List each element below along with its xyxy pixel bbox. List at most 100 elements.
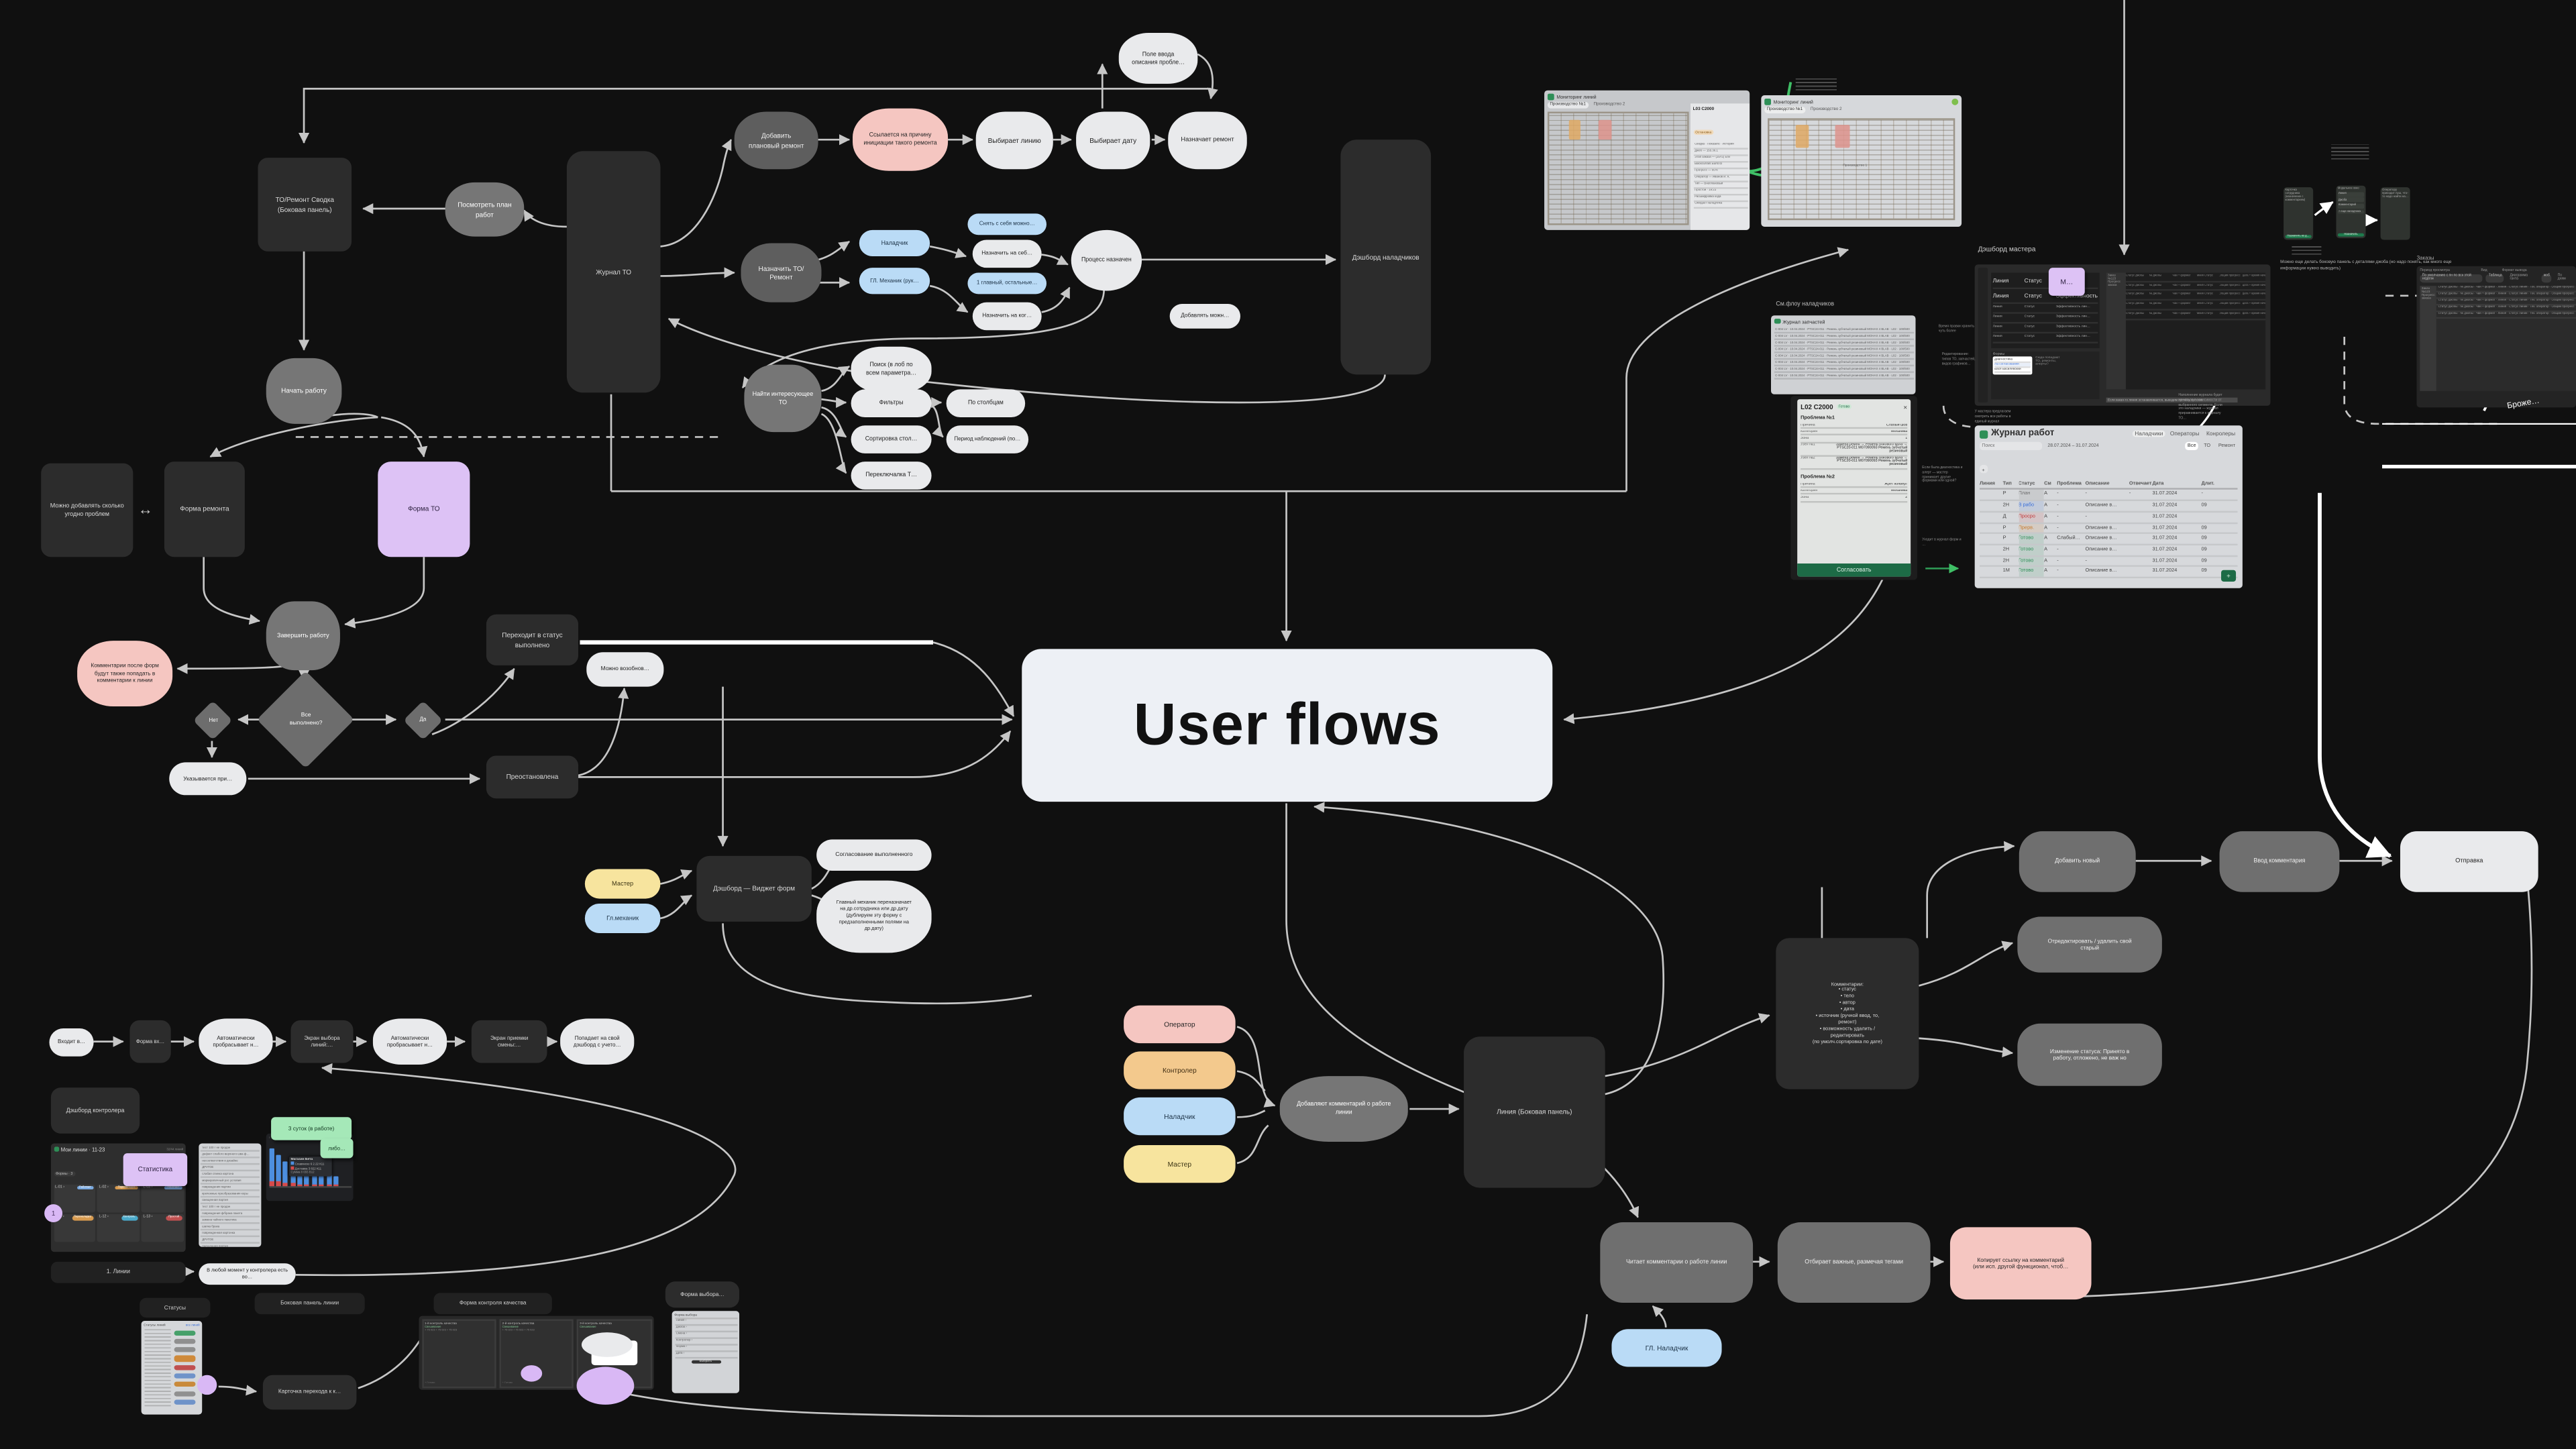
node-nachat-rabotu[interactable]: Начать работу xyxy=(266,358,342,424)
tab-production-2[interactable]: Производство 2 xyxy=(1593,102,1625,108)
node-snyat-s-sebya[interactable]: Снять с себя можно… xyxy=(967,213,1047,235)
assign-code-button[interactable]: Назначить ко д… xyxy=(2285,235,2312,239)
node-svodka[interactable]: ТО/Ремонт Сводка (Боковая панель) xyxy=(258,158,352,252)
node-zhurnal-to[interactable]: Журнал ТО xyxy=(566,151,661,393)
node-naznachit-na-kogo[interactable]: Назначить на ког… xyxy=(972,302,1042,331)
node-vvod-kommentariya[interactable]: Ввод комментария xyxy=(2219,831,2340,892)
tab-production-2[interactable]: Производство 2 xyxy=(1810,107,1842,113)
node-dashbord-vidzhet[interactable]: Дэшборд — Виджет форм xyxy=(696,855,812,922)
tab-naladchiki[interactable]: Наладчики xyxy=(2132,429,2165,438)
node-mozhno-vozobnovit[interactable]: Можно возобнов… xyxy=(586,652,664,687)
screenshot-card-push[interactable]: Оператору приходит пуш, что-то надо найт… xyxy=(2380,187,2410,240)
select-rows[interactable]: Линия ›Джоба ›Смена ›Контролер ›Форма ›Д… xyxy=(674,1318,737,1358)
line-card[interactable]: L-13 ›Простой xyxy=(141,1214,184,1242)
node-linii-1[interactable]: 1. Линии xyxy=(50,1261,186,1283)
node-naiti-to[interactable]: Найти интересующее ТО xyxy=(744,364,822,433)
node-gl-mekhanik-tag[interactable]: Гл.механик xyxy=(584,903,661,934)
filter-to[interactable]: ТО xyxy=(2204,442,2211,449)
select-button[interactable]: Выбрать xyxy=(690,1359,720,1363)
node-zavershit-rabotu[interactable]: Завершить работу xyxy=(266,601,340,671)
node-pill-white[interactable] xyxy=(581,1332,633,1357)
statuses-link[interactable]: все линий xyxy=(186,1323,200,1327)
node-lyuboi-moment[interactable]: В любой момент у контролера есть во… xyxy=(199,1263,296,1285)
tab-production-1[interactable]: Производство №1 xyxy=(1764,107,1805,113)
add-row-button[interactable]: + xyxy=(1980,466,1988,474)
node-vybiraet-liniyu[interactable]: Выбирает линию xyxy=(975,111,1053,170)
node-naladchik-pill[interactable]: Наладчик xyxy=(1124,1097,1236,1136)
line-detail-panel[interactable]: L03 C2000 Остановка Сводка · Показате · … xyxy=(1690,103,1750,230)
screenshot-monitoring-1[interactable]: Мониторинг линий Производство №1 Произво… xyxy=(1544,90,1750,230)
node-dobavit-remont[interactable]: Добавить плановый ремонт xyxy=(734,111,818,170)
node-sticky-statistika[interactable]: Статистика xyxy=(123,1153,188,1187)
node-ellipse-p1[interactable] xyxy=(521,1365,543,1382)
screenshot-select-form[interactable]: Форма выбора Линия ›Джоба ›Смена ›Контро… xyxy=(672,1311,740,1393)
node-sticky-3sutok[interactable]: 3 суток (в работе) xyxy=(271,1117,352,1140)
node-otbiraet[interactable]: Отбирает важные, размечая тегами xyxy=(1777,1222,1931,1303)
node-po-stolbcam[interactable]: По столбцам xyxy=(946,389,1026,418)
format-days-chip[interactable]: По дням xyxy=(2557,274,2566,282)
node-operator[interactable]: Оператор xyxy=(1124,1005,1236,1044)
node-statusy[interactable]: Статусы xyxy=(140,1297,211,1318)
node-vkhodit[interactable]: Входит в… xyxy=(49,1028,94,1057)
node-kartochka-perekhoda[interactable]: Карточка перехода к к… xyxy=(262,1375,357,1410)
node-liniya-bokovaya[interactable]: Линия (Боковая панель) xyxy=(1464,1036,1605,1188)
node-forma-kontrolya[interactable]: Форма контроля качества xyxy=(433,1293,552,1315)
node-filtry[interactable]: Фильтры xyxy=(851,389,932,418)
node-gl-naladchik[interactable]: ГЛ. Наладчик xyxy=(1611,1329,1722,1367)
node-pereklyuchalka[interactable]: Переключалка Т… xyxy=(851,462,932,490)
tab-operatory[interactable]: Операторы xyxy=(2169,430,2200,437)
node-naznachit-na-sebya[interactable]: Назначить на себ… xyxy=(972,239,1042,268)
screenshot-card-employee[interactable]: Карточка сотрудника (назначение с коммен… xyxy=(2284,187,2314,240)
node-naznachit-to[interactable]: Назначить ТО/ Ремонт xyxy=(741,243,822,303)
journal-tabs[interactable]: Наладчики Операторы Конролеры xyxy=(2132,429,2238,438)
screenshot-monitoring-2[interactable]: Мониторинг линий Производство №1 Произво… xyxy=(1761,95,1962,227)
node-chitaet-komm[interactable]: Читает комментарии о работе линии xyxy=(1600,1222,1754,1303)
node-master-tag[interactable]: Мастер xyxy=(584,869,661,899)
node-popadaet[interactable]: Попадает на свой дэшборд с учето… xyxy=(560,1018,635,1065)
node-plan-rabot[interactable]: Посмотреть план работ xyxy=(445,182,525,237)
node-user-flows[interactable]: User flows xyxy=(1022,649,1553,802)
add-button[interactable]: + xyxy=(2221,570,2237,582)
line-card[interactable]: L-12 ›Контроль xyxy=(97,1214,140,1242)
node-ssylaetsya[interactable]: Ссылается на причину инициации такого ре… xyxy=(853,108,949,171)
node-preostanovlena[interactable]: Преостановлена xyxy=(486,755,579,799)
view-table-chip[interactable]: Таблица xyxy=(2486,274,2505,282)
node-kommentarii-form[interactable]: Комментарии после форм будут также попад… xyxy=(77,641,173,707)
node-dobavit-novyi[interactable]: Добавить новый xyxy=(2019,831,2136,892)
node-master-pill[interactable]: Мастер xyxy=(1124,1144,1236,1183)
screenshot-statuses[interactable]: Статусы линий все линий xyxy=(141,1320,203,1415)
node-circle-1[interactable]: 1 xyxy=(44,1204,63,1223)
node-period-nablyudenii[interactable]: Период наблюдений (по… xyxy=(946,425,1029,453)
node-bokovaya-panel[interactable]: Боковая панель линии xyxy=(254,1293,365,1315)
node-naladchik-b[interactable]: Наладчик xyxy=(859,229,930,257)
node-sticky-m[interactable]: М… xyxy=(2048,268,2085,296)
node-avto-probros-1[interactable]: Автоматически пробрасывает н… xyxy=(199,1018,273,1065)
screenshot-work-journal[interactable]: Журнал работ Наладчики Операторы Конроле… xyxy=(1974,425,2243,588)
node-circle-2[interactable] xyxy=(197,1375,217,1395)
screenshot-orders[interactable]: Период просмотра Вид Формат вывода По ум… xyxy=(2416,266,2576,408)
node-vybiraet-datu[interactable]: Выбирает дату xyxy=(1076,111,1150,170)
node-ekran-vybora[interactable]: Экран выбора линий:… xyxy=(290,1020,354,1063)
node-ellipse-p2[interactable] xyxy=(576,1366,635,1405)
node-otredaktirovat[interactable]: Отредактировать / удалить свой старый xyxy=(2017,916,2162,973)
line-card[interactable]: L-03 ›Работает xyxy=(141,1183,184,1212)
node-kopiruet-ssylku[interactable]: Копирует ссылку на комментарий (или исп.… xyxy=(1949,1227,2092,1300)
node-forma-vybora[interactable]: Форма выбора… xyxy=(665,1281,740,1308)
node-ukazyvaetsya[interactable]: Указывается при… xyxy=(169,762,247,796)
node-naznachaet-remont[interactable]: Назначает ремонт xyxy=(1168,111,1247,170)
forms-chip[interactable]: Формы · 3 xyxy=(53,1171,75,1177)
node-dashbord-kontrolera[interactable]: Дэшборд контролера xyxy=(50,1087,140,1134)
date-range-input[interactable]: 28.07.2024 – 31.07.2024 xyxy=(2047,442,2099,449)
line-card[interactable]: L-02 ›Переналадка xyxy=(97,1183,140,1212)
node-dobavlyayut-komm[interactable]: Добавляют комментарий о работе линии xyxy=(1279,1076,1408,1142)
format-job-chip[interactable]: жоб xyxy=(2541,274,2553,282)
screenshot-my-lines[interactable]: Мои линии · 11-23 32/44 линий Формы · 3 … xyxy=(50,1143,186,1252)
close-icon[interactable]: ✕ xyxy=(1903,403,1908,411)
